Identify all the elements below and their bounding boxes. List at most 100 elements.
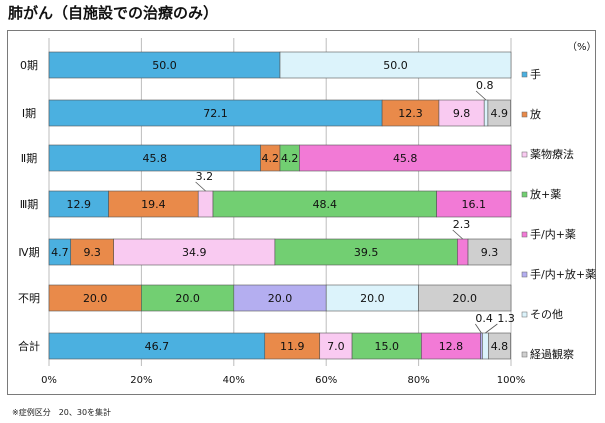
data-label: 12.9: [67, 198, 92, 211]
data-label: 0.8: [476, 79, 494, 92]
legend-swatch: [521, 351, 528, 358]
bar-segment: [48, 51, 281, 79]
bar-segment: [457, 238, 469, 266]
data-label: 45.8: [143, 152, 168, 165]
callout-line: [195, 181, 206, 192]
legend-label: 放+薬: [530, 187, 561, 201]
legend-label: 放: [530, 107, 541, 121]
bar-segment: [325, 284, 419, 312]
data-label: 20.0: [268, 292, 293, 305]
data-label: 72.1: [203, 107, 228, 120]
data-label: 12.8: [439, 340, 464, 353]
callout-line: [475, 90, 487, 101]
data-label: 2.3: [453, 218, 471, 231]
callout-line: [485, 323, 498, 334]
data-label: 4.2: [281, 152, 299, 165]
bar-segment: [48, 284, 142, 312]
legend-label: その他: [530, 308, 563, 321]
legend-label: 手: [530, 67, 541, 81]
legend-swatch: [521, 111, 528, 118]
data-label: 4.7: [51, 246, 69, 259]
data-label: 4.8: [491, 340, 509, 353]
category-label: Ⅰ期: [22, 107, 36, 120]
legend-label: 手/内+放+薬: [530, 267, 596, 281]
bar-segment: [48, 190, 109, 218]
legend-label: 手/内+薬: [530, 227, 576, 241]
bar-segment: [418, 284, 512, 312]
x-tick-label: 40%: [223, 375, 245, 386]
bar-segment: [141, 284, 235, 312]
bar-segment: [467, 238, 512, 266]
data-label: 50.0: [383, 59, 408, 72]
data-label: 3.2: [196, 170, 214, 183]
x-tick-label: 20%: [130, 375, 152, 386]
data-label: 7.0: [327, 340, 345, 353]
data-label: 4.2: [262, 152, 280, 165]
callout-line: [475, 323, 482, 334]
data-label: 19.4: [141, 198, 166, 211]
data-label: 46.7: [145, 340, 170, 353]
value-axis: 0%20%40%60%80%100%: [41, 375, 525, 386]
data-label: 16.1: [462, 198, 487, 211]
bar-segment: [108, 190, 199, 218]
data-label: 12.3: [398, 107, 423, 120]
data-label: 11.9: [280, 340, 305, 353]
bar-segment: [70, 238, 114, 266]
page-title: 肺がん（自施設での治療のみ）: [8, 4, 219, 22]
legend-swatch: [521, 311, 528, 318]
data-label: 20.0: [83, 292, 108, 305]
category-label: Ⅳ期: [18, 246, 39, 259]
data-label: 50.0: [152, 59, 177, 72]
category-label: Ⅲ期: [20, 198, 39, 211]
bar-segment: [319, 332, 353, 360]
legend-swatch: [521, 271, 528, 278]
data-label: 20.0: [360, 292, 385, 305]
bar-segment: [48, 332, 266, 360]
category-label: 0期: [20, 59, 38, 72]
unit-label: （%）: [567, 41, 597, 53]
data-label: 34.9: [182, 246, 207, 259]
bar-segment: [212, 190, 437, 218]
x-tick-label: 60%: [315, 375, 337, 386]
data-label: 15.0: [374, 340, 399, 353]
bar-segment: [487, 99, 511, 127]
category-label: Ⅱ期: [21, 152, 37, 165]
data-label: 1.3: [497, 312, 515, 325]
x-tick-label: 80%: [407, 375, 429, 386]
x-tick-label: 100%: [497, 375, 526, 386]
category-label: 合計: [18, 339, 40, 353]
legend-swatch: [521, 231, 528, 238]
bar-segment: [233, 284, 327, 312]
data-label: 45.8: [393, 152, 418, 165]
data-label: 9.3: [481, 246, 499, 259]
bar-segment: [381, 99, 440, 127]
data-label: 9.8: [453, 107, 471, 120]
legend-swatch: [521, 191, 528, 198]
bar-segment: [48, 144, 261, 172]
legend-swatch: [521, 71, 528, 78]
bar-segment: [197, 190, 214, 218]
callout-line: [452, 229, 463, 240]
data-label: 4.9: [490, 107, 508, 120]
bar-segment: [299, 144, 512, 172]
legend-label: 経過観察: [530, 347, 574, 361]
legend-label: 薬物療法: [530, 147, 574, 161]
bar-segment: [482, 332, 489, 360]
bar-segment: [436, 190, 512, 218]
category-label: 不明: [18, 292, 40, 305]
data-label: 20.0: [453, 292, 478, 305]
data-label: 9.3: [83, 246, 101, 259]
bar-segment: [488, 332, 511, 360]
footnote: ※症例区分 20、30を集計: [12, 408, 112, 417]
bar-segment: [279, 51, 512, 79]
data-label: 20.0: [175, 292, 200, 305]
data-label: 39.5: [354, 246, 379, 259]
bar-segment: [438, 99, 485, 127]
bar-segment: [483, 99, 489, 127]
data-label: 48.4: [313, 198, 338, 211]
